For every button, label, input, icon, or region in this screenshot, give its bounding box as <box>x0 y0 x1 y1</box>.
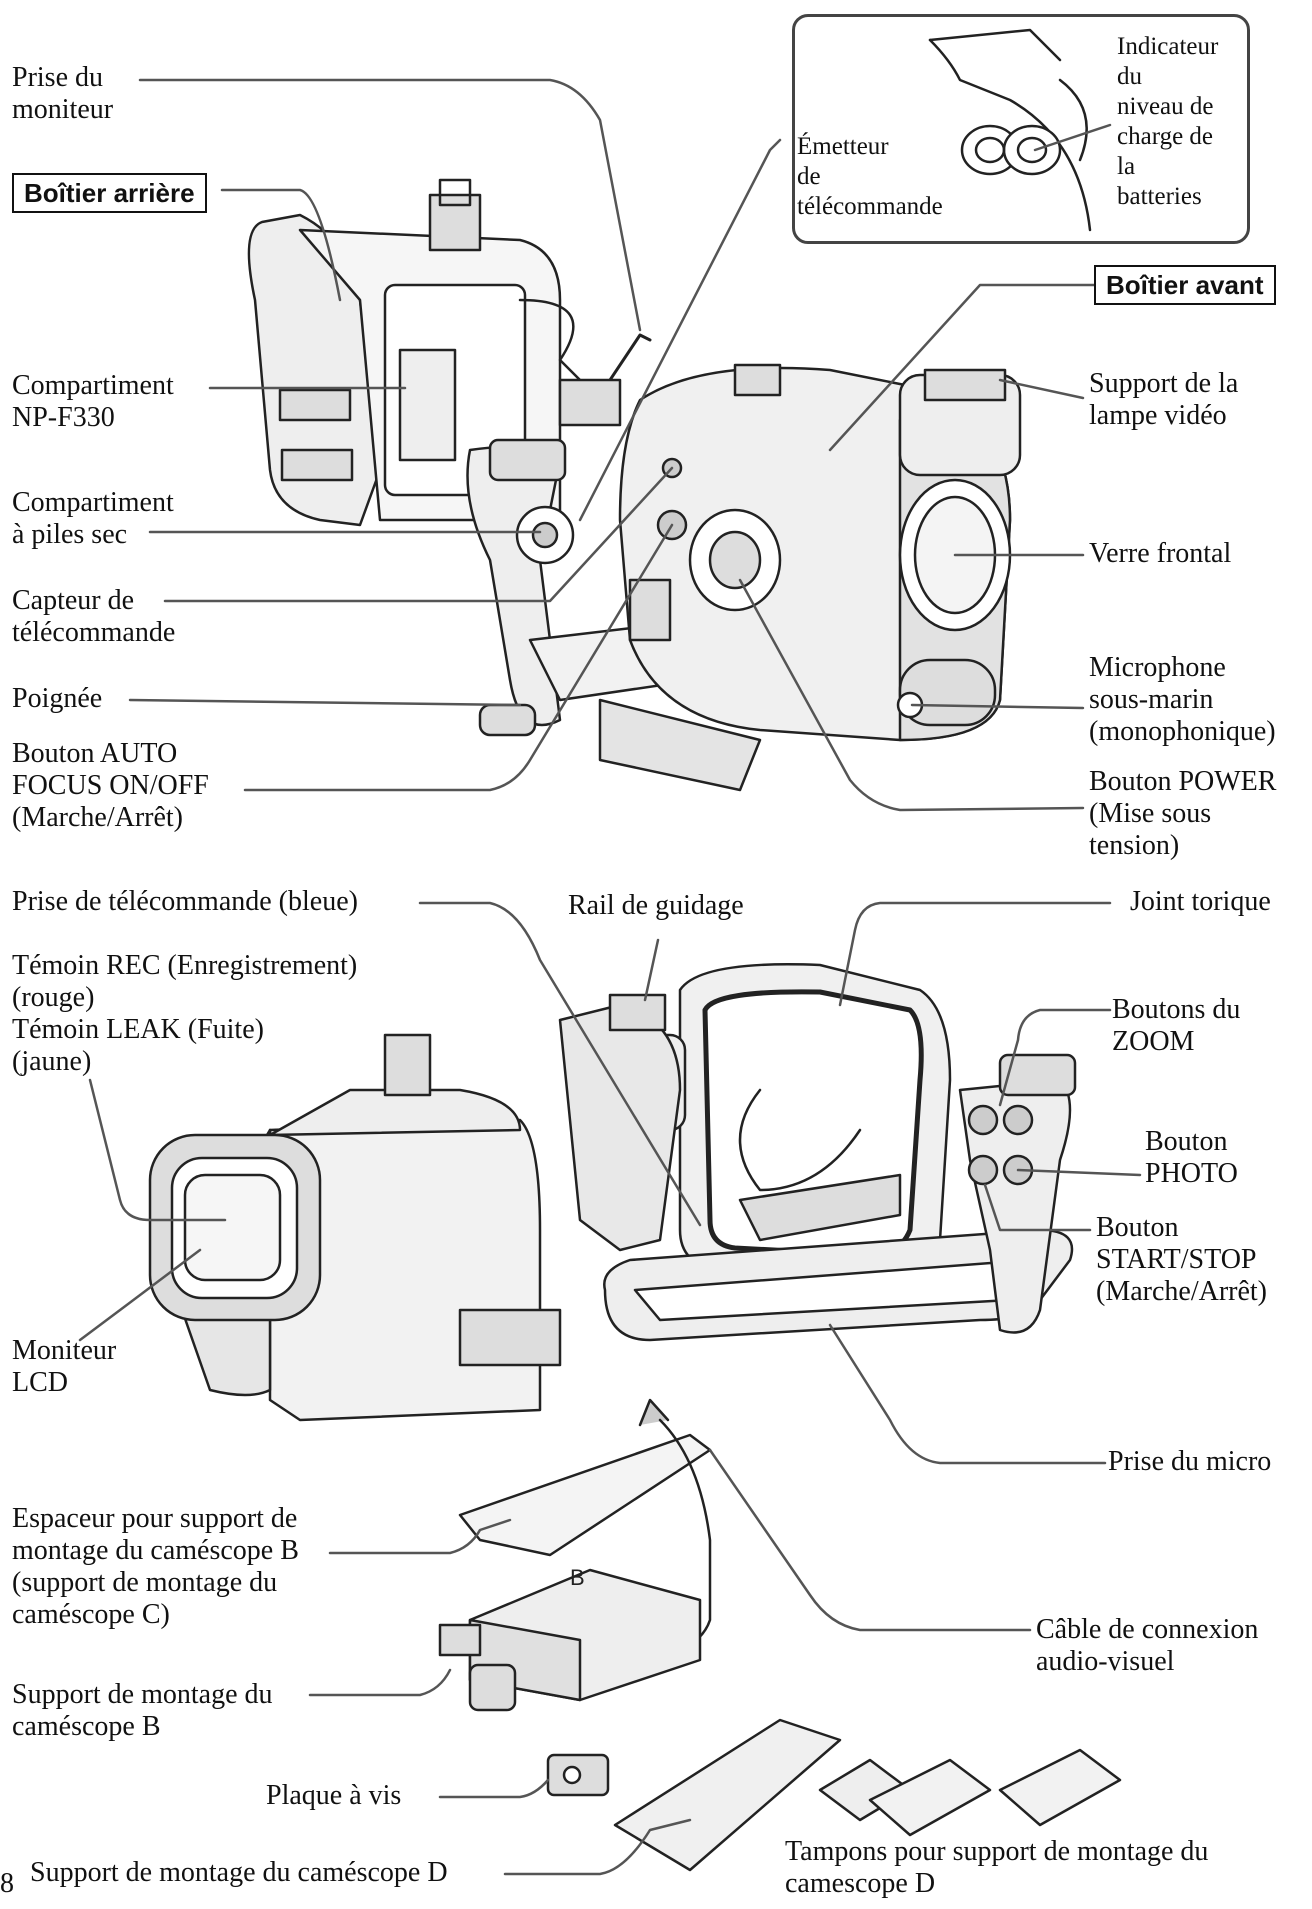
inset-drawing <box>928 28 1092 232</box>
label-verre-frontal: Verre frontal <box>1089 538 1232 569</box>
open-housing-drawing <box>558 963 1077 1342</box>
page-number: 8 <box>0 1868 14 1899</box>
label-plaque-vis: Plaque à vis <box>266 1780 402 1811</box>
label-support-lampe: Support de la lampe vidéo <box>1089 368 1239 431</box>
label-poignee: Poignée <box>12 683 103 714</box>
label-moniteur-lcd: Moniteur LCD <box>12 1335 117 1398</box>
label-support-b: Support de montage du caméscope B <box>12 1679 273 1742</box>
label-compartiment-np: Compartiment NP-F330 <box>12 370 174 433</box>
leader-lines <box>78 78 1142 1876</box>
label-bouton-autofocus: Bouton AUTO FOCUS ON/OFF (Marche/Arrêt) <box>12 738 209 833</box>
label-joint-torique: Joint torique <box>1130 886 1271 917</box>
label-temoins: Témoin REC (Enregistrement) (rouge) Témo… <box>12 950 358 1077</box>
label-prise-telecommande: Prise de télécommande (bleue) <box>12 886 358 917</box>
label-espaceur: Espaceur pour support de montage du camé… <box>12 1503 299 1630</box>
accessories-drawing <box>438 1398 1122 1872</box>
label-bouton-startstop: Bouton START/STOP (Marche/Arrêt) <box>1096 1212 1268 1307</box>
label-prise-micro: Prise du micro <box>1108 1446 1272 1477</box>
label-bouton-power: Bouton POWER (Mise sous tension) <box>1089 766 1277 861</box>
label-cable-av: Câble de connexion audio-visuel <box>1036 1614 1259 1677</box>
label-prise-moniteur: Prise du moniteur <box>12 62 114 125</box>
lcd-monitor-drawing <box>148 1033 562 1422</box>
battery-indicator-inset <box>792 14 1250 244</box>
rear-housing-drawing <box>247 178 652 527</box>
label-emetteur: Émetteur de télécommande <box>797 133 943 220</box>
spacer-letter: B <box>570 1565 585 1590</box>
label-indicateur: Indicateur du niveau de charge de la bat… <box>1117 33 1219 210</box>
label-microphone: Microphone sous-marin (monophonique) <box>1089 652 1276 747</box>
label-boutons-zoom: Boutons du ZOOM <box>1112 994 1241 1057</box>
label-compartiment-piles: Compartiment à piles sec <box>12 487 174 550</box>
label-boitier-avant: Boîtier avant <box>1094 265 1276 305</box>
label-capteur-telecommande: Capteur de télécommande <box>12 585 176 648</box>
front-housing-drawing <box>618 363 1022 742</box>
label-rail-guidage: Rail de guidage <box>568 890 744 921</box>
label-support-d: Support de montage du caméscope D <box>30 1857 448 1888</box>
label-boitier-arriere: Boîtier arrière <box>12 173 207 213</box>
label-bouton-photo: Bouton PHOTO <box>1145 1126 1238 1189</box>
label-tampons: Tampons pour support de montage du cames… <box>785 1836 1209 1899</box>
